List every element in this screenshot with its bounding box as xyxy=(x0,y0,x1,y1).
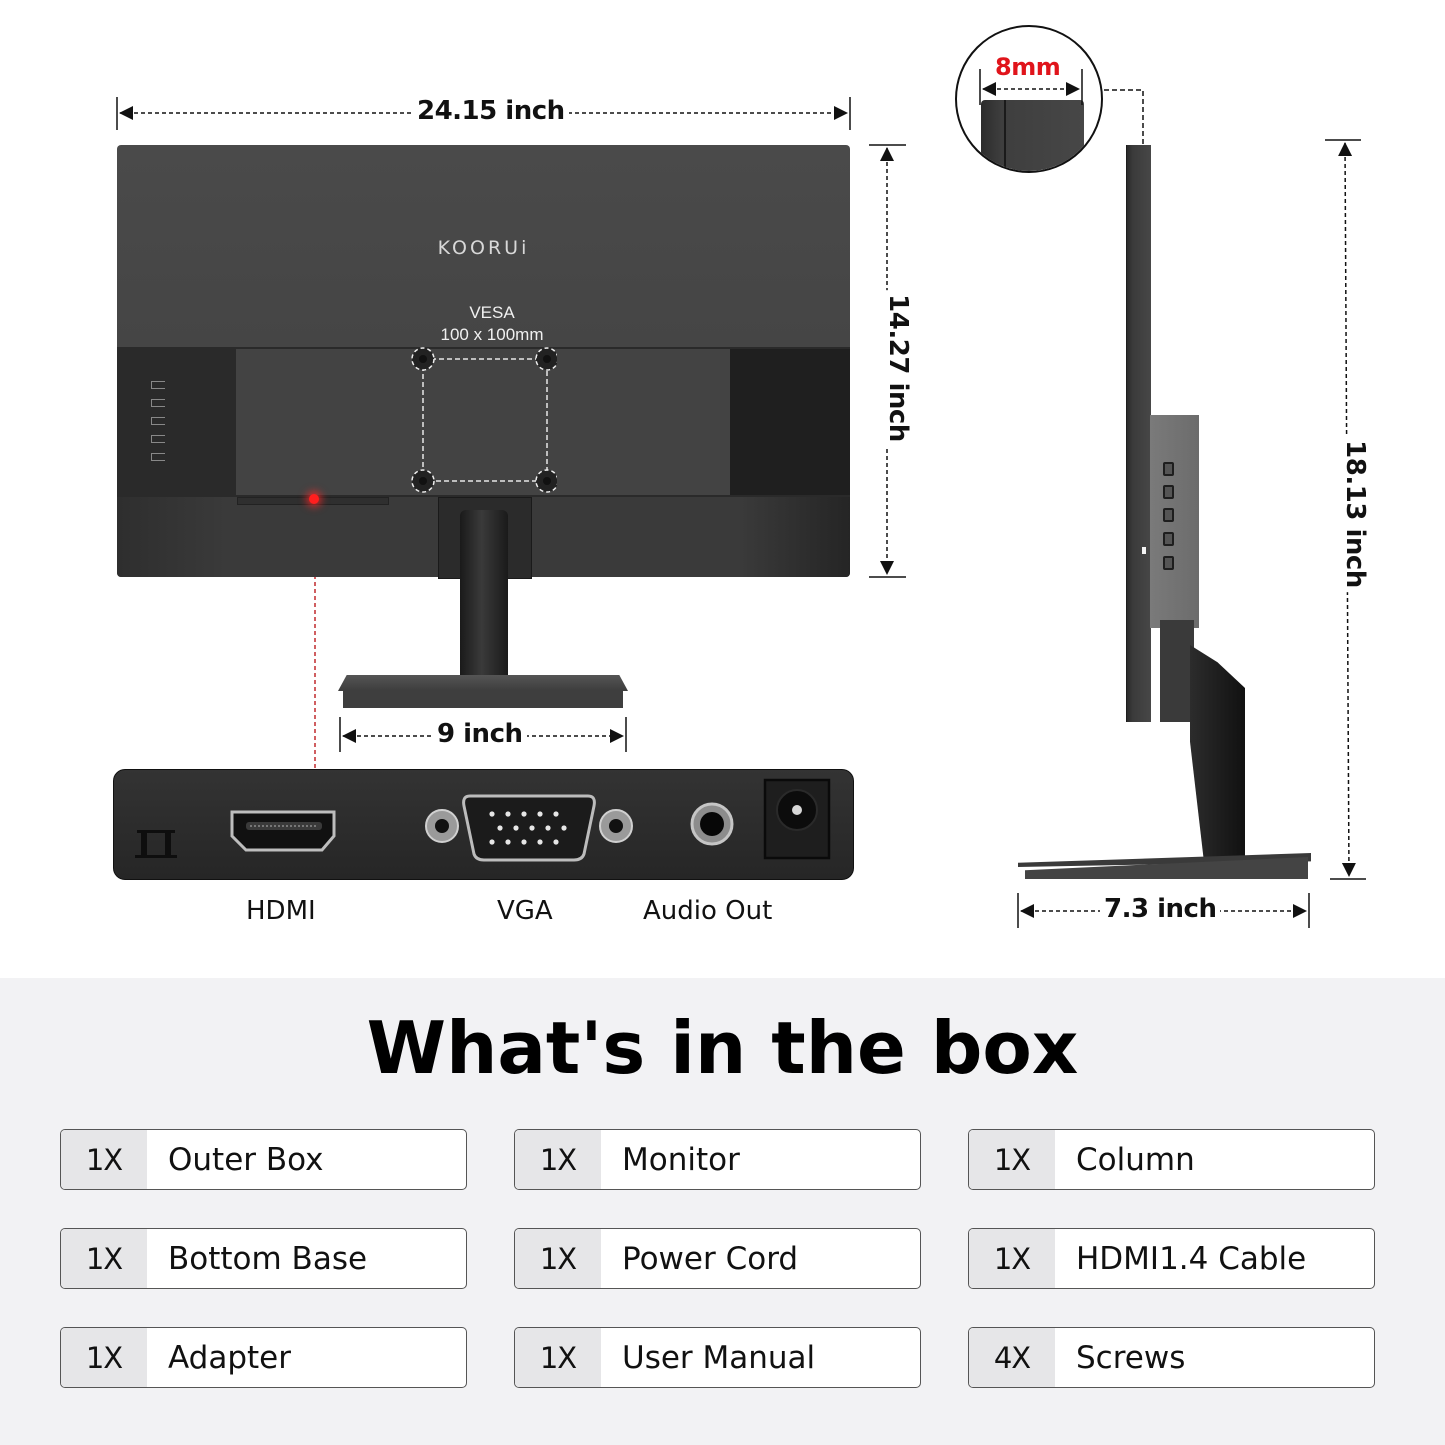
base-depth-label: 7.3 inch xyxy=(1100,894,1221,924)
stand-base-top xyxy=(338,675,628,691)
control-button-icon xyxy=(151,399,165,407)
item-name: User Manual xyxy=(622,1339,816,1376)
side-button-icon xyxy=(1163,485,1174,499)
bezel-thickness-label: 8mm xyxy=(995,53,1061,81)
port-label-hdmi: HDMI xyxy=(246,896,316,926)
monitor-side-view xyxy=(1126,145,1151,722)
brand-logo: KOORUi xyxy=(437,237,530,259)
item-qty: 1X xyxy=(969,1229,1055,1288)
item-name: Bottom Base xyxy=(168,1240,368,1277)
side-button-icon xyxy=(1163,508,1174,522)
side-stand-column xyxy=(1160,620,1194,722)
vesa-mount-pattern-icon xyxy=(411,347,557,493)
audio-jack-icon xyxy=(690,802,734,846)
lock-slot-icon xyxy=(135,830,177,858)
bezel-dimension-arrow xyxy=(979,69,1083,105)
item-qty: 1X xyxy=(515,1328,601,1387)
total-height-label: 18.13 inch xyxy=(1339,436,1370,592)
port-label-vga: VGA xyxy=(497,896,553,926)
box-item: 1X Power Cord xyxy=(514,1228,921,1289)
side-button-icon xyxy=(1163,532,1174,546)
item-qty: 1X xyxy=(515,1130,601,1189)
item-qty: 1X xyxy=(61,1328,147,1387)
height-dimension-label: 14.27 inch xyxy=(882,290,913,446)
hdmi-port-icon xyxy=(230,810,336,852)
box-item: 1X HDMI1.4 Cable xyxy=(968,1228,1375,1289)
control-button-icon xyxy=(151,381,165,389)
box-item: 1X Adapter xyxy=(60,1327,467,1388)
item-name: Screws xyxy=(1076,1339,1186,1376)
item-name: Adapter xyxy=(168,1339,291,1376)
port-indicator-dot xyxy=(309,494,319,504)
item-qty: 1X xyxy=(515,1229,601,1288)
width-dimension-label: 24.15 inch xyxy=(413,96,569,126)
bezel-zoom-callout: 8mm xyxy=(955,25,1103,173)
rear-panel-mid xyxy=(236,349,730,495)
box-item: 1X Bottom Base xyxy=(60,1228,467,1289)
item-qty: 1X xyxy=(61,1130,147,1189)
vesa-label: VESA xyxy=(469,303,515,322)
control-button-icon xyxy=(151,435,165,443)
stand-base xyxy=(343,691,623,708)
base-width-label: 9 inch xyxy=(433,719,527,749)
rear-panel-right xyxy=(730,349,850,495)
item-qty: 1X xyxy=(969,1130,1055,1189)
side-button-icon xyxy=(1163,556,1174,570)
port-panel xyxy=(113,769,854,880)
control-button-icon xyxy=(151,453,165,461)
box-item: 1X Monitor xyxy=(514,1129,921,1190)
control-button-icon xyxy=(151,417,165,425)
vesa-size-label: 100 x 100mm xyxy=(440,325,544,344)
vga-port-icon xyxy=(425,794,633,862)
bezel-seam xyxy=(1004,100,1006,171)
box-item: 1X User Manual xyxy=(514,1327,921,1388)
side-led-indicator xyxy=(1142,547,1146,554)
item-name: Column xyxy=(1076,1141,1195,1178)
power-jack-icon xyxy=(763,778,831,860)
item-name: Power Cord xyxy=(622,1240,799,1277)
bezel-edge xyxy=(981,100,1084,171)
item-qty: 1X xyxy=(61,1229,147,1288)
stand-neck xyxy=(460,510,508,688)
item-name: Outer Box xyxy=(168,1141,324,1178)
item-qty: 4X xyxy=(969,1328,1055,1387)
section-title: What's in the box xyxy=(366,1006,1079,1090)
side-rear-housing xyxy=(1150,415,1199,628)
side-button-icon xyxy=(1163,462,1174,476)
box-item: 1X Column xyxy=(968,1129,1375,1190)
item-name: HDMI1.4 Cable xyxy=(1076,1240,1307,1277)
box-item: 1X Outer Box xyxy=(60,1129,467,1190)
item-name: Monitor xyxy=(622,1141,740,1178)
box-item: 4X Screws xyxy=(968,1327,1375,1388)
port-label-audio: Audio Out xyxy=(643,896,773,926)
